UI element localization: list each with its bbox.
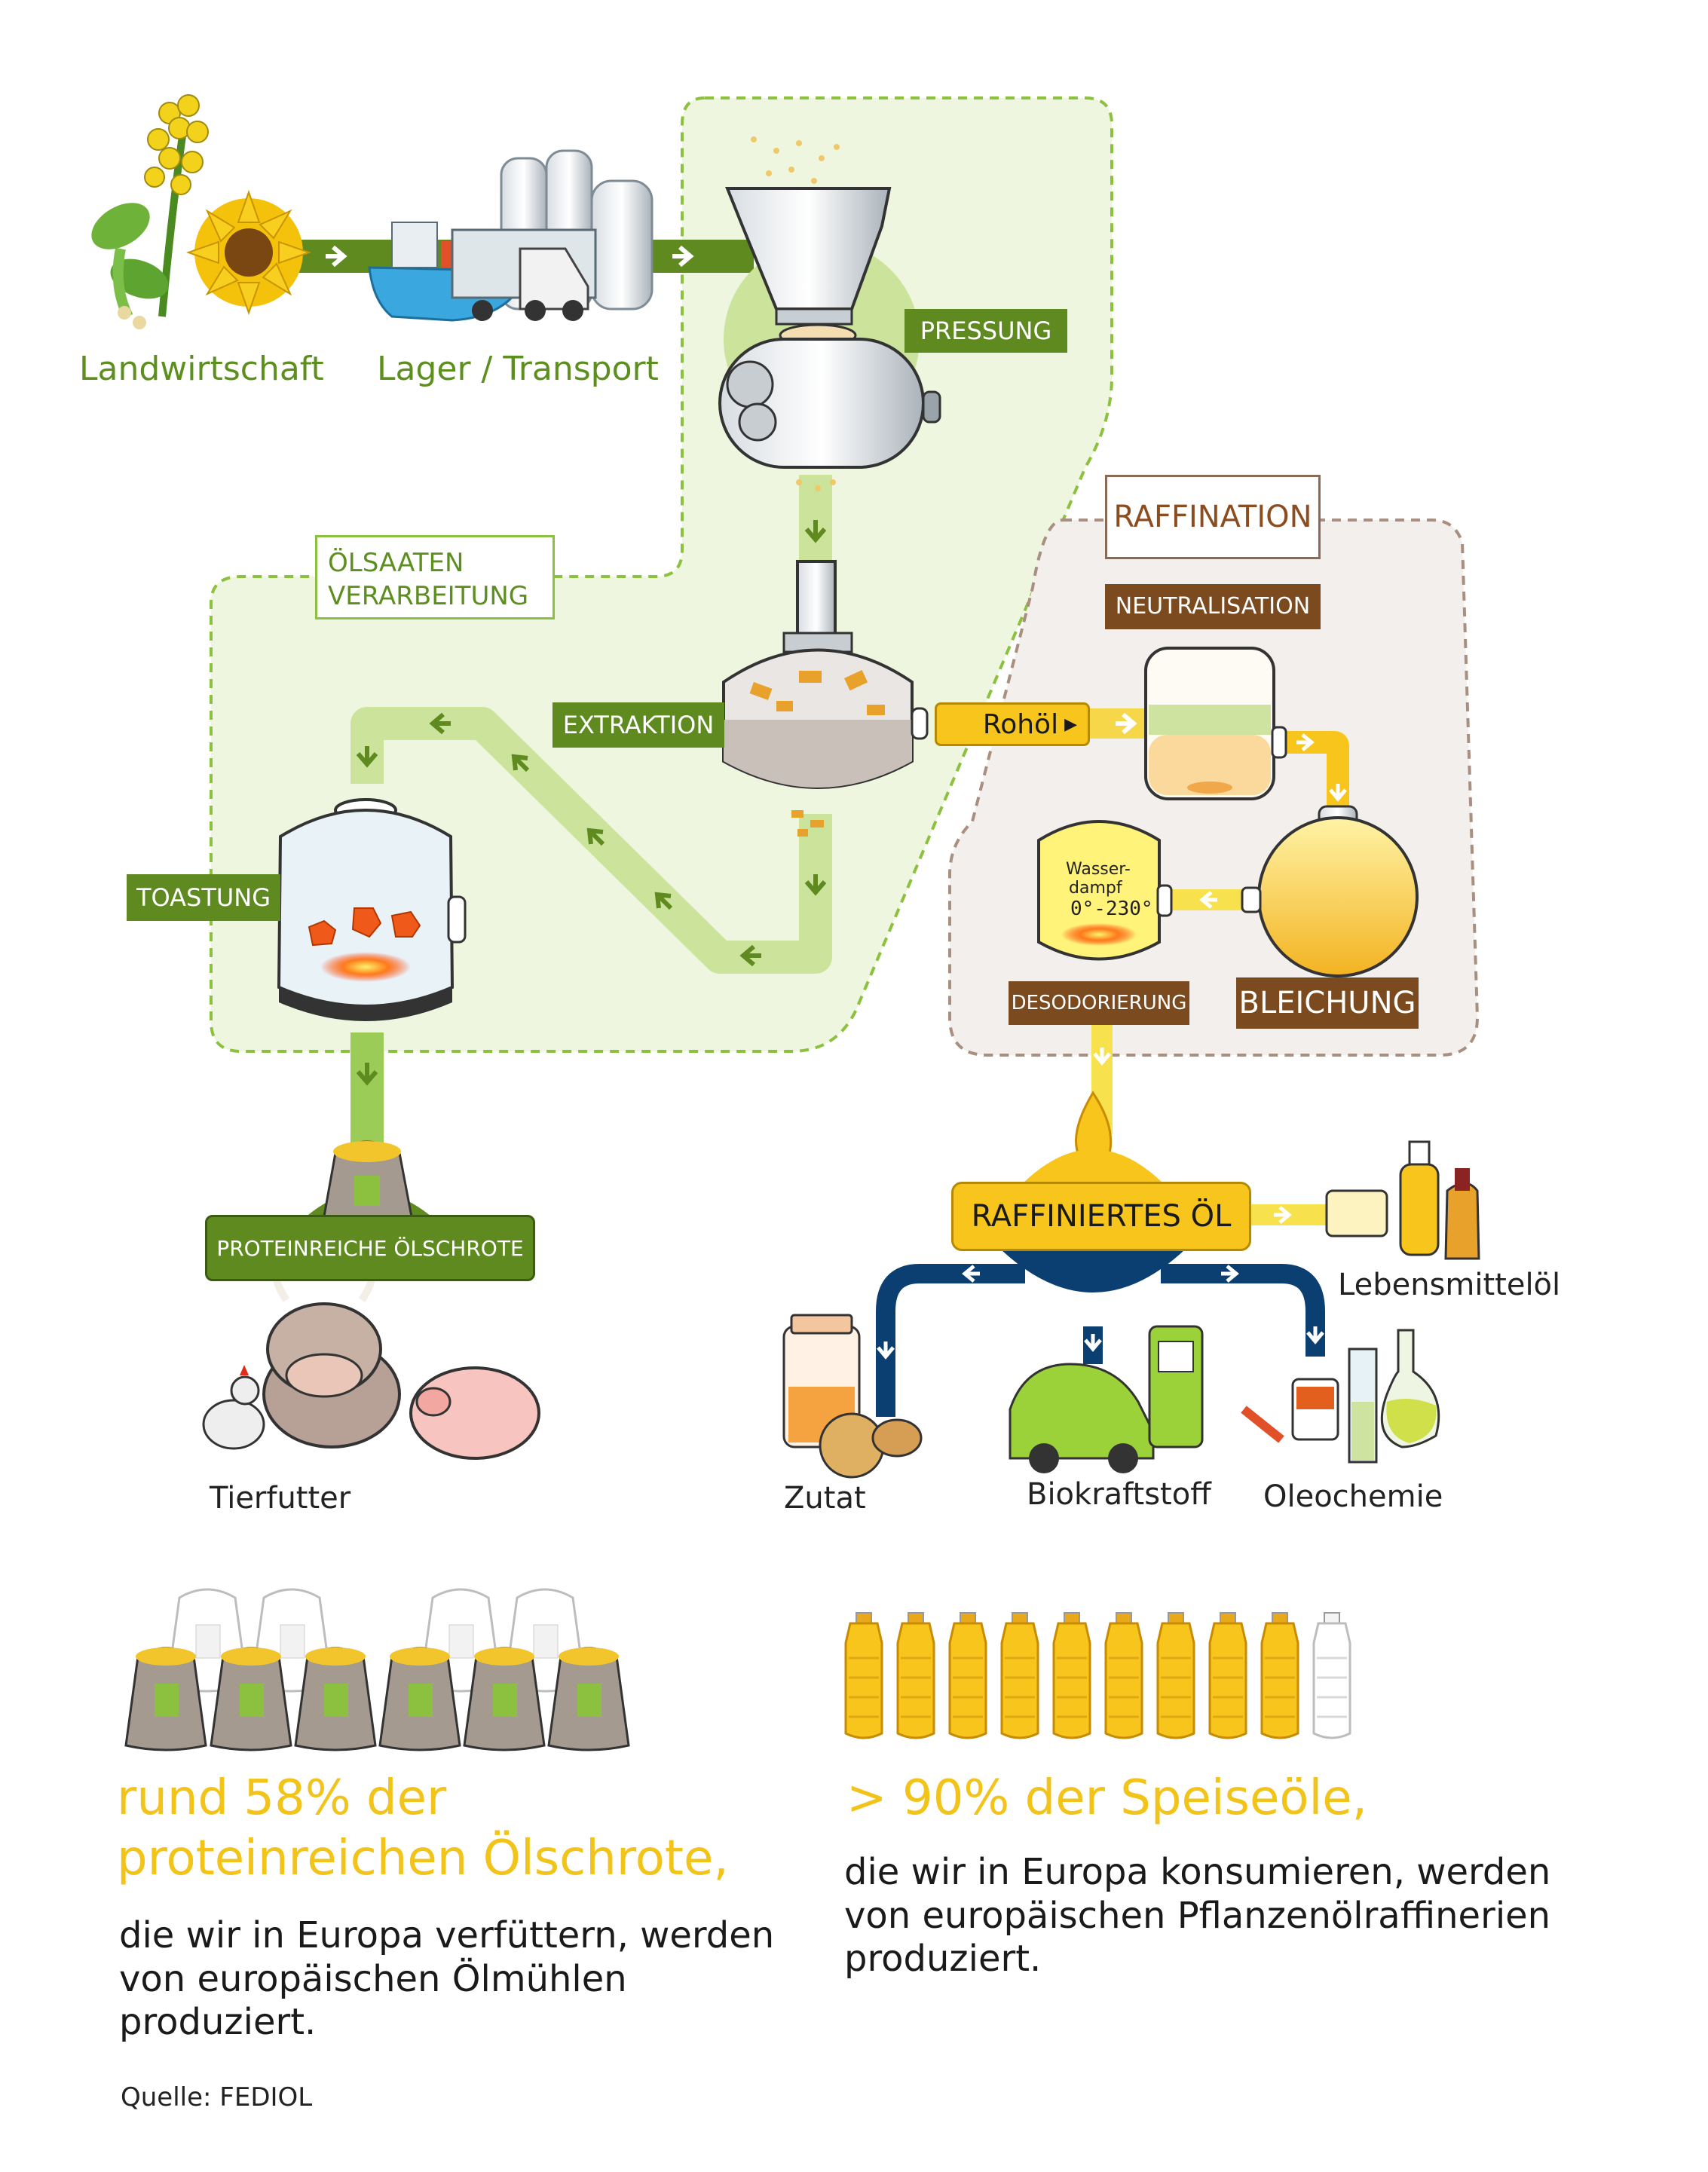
refined-oil-box: RAFFINIERTES ÖL: [951, 1182, 1251, 1251]
oil-bottle-empty-icon: [1312, 1612, 1351, 1739]
extractor-illustration: [722, 560, 929, 837]
press-illustration: [718, 136, 941, 491]
stat-right-body-line2: von europäischen Pflanzenölraffinerien: [844, 1894, 1551, 1937]
steam-temperature: 0°-230°: [1070, 898, 1153, 920]
deodoriser-illustration: [1037, 820, 1173, 961]
bottles-row: [844, 1612, 1351, 1739]
refining-title: RAFFINATION: [1113, 500, 1312, 534]
oil-bottle-filled-icon: [896, 1612, 935, 1739]
processing-title-line2: VERARBEITUNG: [328, 581, 529, 612]
animals-illustration: [202, 1267, 540, 1460]
oil-bottle-filled-icon: [1208, 1612, 1247, 1739]
crop-plants: [91, 94, 312, 329]
label-oleochemistry: Oleochemie: [1263, 1479, 1443, 1514]
tag-neutralisation: NEUTRALISATION: [1105, 584, 1321, 629]
sack-filled-icon: [547, 1647, 630, 1751]
stat-left-body-line3: produziert.: [119, 2001, 317, 2044]
processing-title-box: ÖLSAATEN VERARBEITUNG: [315, 535, 555, 619]
oleochemistry-illustration: [1241, 1329, 1440, 1464]
label-agriculture: Landwirtschaft: [79, 350, 324, 388]
stat-left-body-line1: die wir in Europa verfüttern, werden: [119, 1914, 775, 1956]
stat-left-headline: rund 58% der proteinreichen Ölschrote,: [117, 1768, 729, 1889]
sack-filled-icon: [463, 1647, 546, 1751]
sack-filled-icon: [124, 1647, 207, 1751]
oil-bottle-filled-icon: [1260, 1612, 1299, 1739]
label-storage-transport: Lager / Transport: [377, 350, 659, 388]
stat-right-headline: > 90% der Speiseöle,: [846, 1768, 1367, 1828]
crude-oil-badge: Rohöl ▶: [935, 702, 1090, 746]
source-note: Quelle: FEDIOL: [121, 2082, 313, 2112]
stat-left-body-line2: von europäischen Ölmühlen: [119, 1957, 627, 2000]
sack-filled-icon: [378, 1647, 461, 1751]
sacks-row: [124, 1588, 630, 1751]
oil-bottle-filled-icon: [1104, 1612, 1143, 1739]
stat-right-body: die wir in Europa konsumieren, werden vo…: [844, 1851, 1550, 1981]
refining-title-box: RAFFINATION: [1105, 475, 1321, 559]
processing-title-line1: ÖLSAATEN: [328, 548, 464, 578]
tag-extraction: EXTRAKTION: [552, 702, 724, 748]
oil-bottle-filled-icon: [1052, 1612, 1091, 1739]
meal-label-box: PROTEINREICHE ÖLSCHROTE: [205, 1215, 535, 1281]
oil-bottle-filled-icon: [844, 1612, 883, 1739]
stat-left-headline-line1: rund 58% der: [117, 1770, 447, 1826]
meal-label: PROTEINREICHE ÖLSCHROTE: [216, 1235, 524, 1261]
stat-left-body: die wir in Europa verfüttern, werden von…: [119, 1914, 774, 2045]
ingredient-illustration: [782, 1314, 923, 1479]
refined-oil-label: RAFFINIERTES ÖL: [971, 1199, 1232, 1234]
label-feed: Tierfutter: [210, 1481, 351, 1516]
toaster-illustration: [277, 798, 467, 1021]
sack-filled-icon: [294, 1647, 377, 1751]
oil-bottle-filled-icon: [1156, 1612, 1195, 1739]
label-biofuel: Biokraftstoff: [1027, 1477, 1211, 1512]
biofuel-illustration: [1009, 1325, 1204, 1473]
tag-toasting: TOASTUNG: [127, 874, 280, 921]
transport-illustration: [368, 149, 654, 322]
neutraliser-illustration: [1144, 647, 1287, 800]
oil-bottle-filled-icon: [948, 1612, 987, 1739]
tag-pressing: PRESSUNG: [905, 309, 1067, 353]
food-oil-illustration: [1325, 1140, 1480, 1260]
label-food-oil: Lebensmittelöl: [1338, 1268, 1561, 1302]
stat-left-headline-line2: proteinreichen Ölschrote,: [117, 1831, 729, 1886]
steam-line2: dampf: [1069, 879, 1122, 898]
sack-filled-icon: [210, 1647, 292, 1751]
oil-bottle-filled-icon: [1000, 1612, 1039, 1739]
bleacher-illustration: [1241, 805, 1419, 977]
label-ingredient: Zutat: [784, 1481, 866, 1516]
tag-bleaching: BLEICHUNG: [1236, 977, 1419, 1029]
steam-line1: Wasser-: [1066, 860, 1131, 879]
stat-right-body-line3: produziert.: [844, 1938, 1042, 1981]
stat-right-body-line1: die wir in Europa konsumieren, werden: [844, 1851, 1551, 1893]
play-icon: ▶: [1064, 714, 1077, 734]
stat-right-headline-line1: > 90% der Speiseöle,: [846, 1770, 1367, 1826]
tag-deodorisation: DESODORIERUNG: [1009, 981, 1189, 1025]
crude-oil-label: Rohöl: [982, 708, 1059, 740]
